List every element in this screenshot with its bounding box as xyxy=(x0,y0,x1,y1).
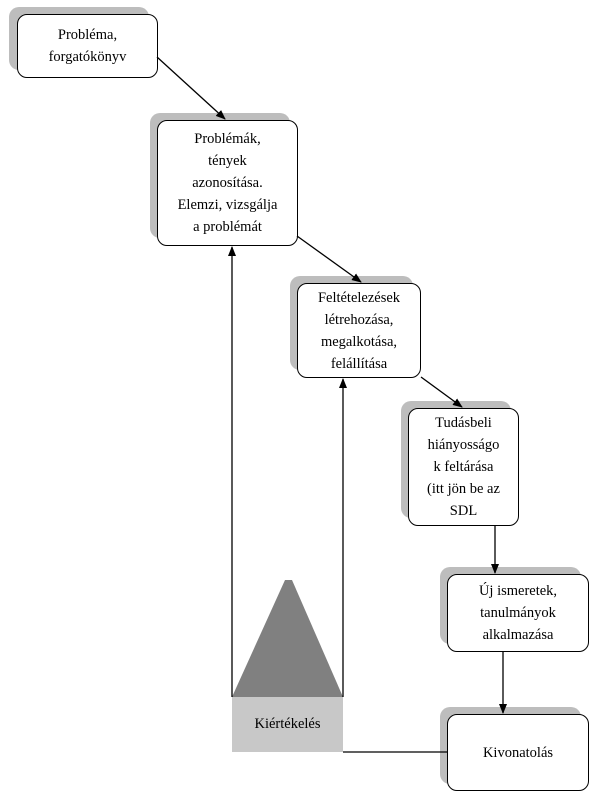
node-problem: Probléma, forgatókönyv xyxy=(17,14,158,78)
evaluation-pyramid xyxy=(232,580,343,697)
node-summary: Kivonatolás xyxy=(447,714,589,791)
node-label: Probléma, forgatókönyv xyxy=(48,27,127,65)
node-label: Tudásbeli hiányosságo k feltárása (itt j… xyxy=(427,415,500,519)
arrow-identify-hypothesis xyxy=(296,235,362,283)
evaluation-base: Kiértékelés xyxy=(232,697,343,752)
node-gaps: Tudásbeli hiányosságo k feltárása (itt j… xyxy=(408,408,519,526)
node-label: Problémák, tények azonosítása. Elemzi, v… xyxy=(177,131,278,235)
node-label: Kivonatolás xyxy=(482,744,554,761)
node-label: Új ismeretek, tanulmányok alkalmazása xyxy=(478,583,558,643)
node-label: Feltételezések létrehozása, megalkotása,… xyxy=(317,289,401,372)
node-identify: Problémák, tények azonosítása. Elemzi, v… xyxy=(157,120,298,246)
node-hypothesis: Feltételezések létrehozása, megalkotása,… xyxy=(297,283,421,378)
arrow-hypothesis-gaps xyxy=(420,376,463,408)
evaluation-label: Kiértékelés xyxy=(254,716,321,732)
node-apply: Új ismeretek, tanulmányok alkalmazása xyxy=(447,574,589,652)
arrow-problem-identify xyxy=(156,56,226,120)
